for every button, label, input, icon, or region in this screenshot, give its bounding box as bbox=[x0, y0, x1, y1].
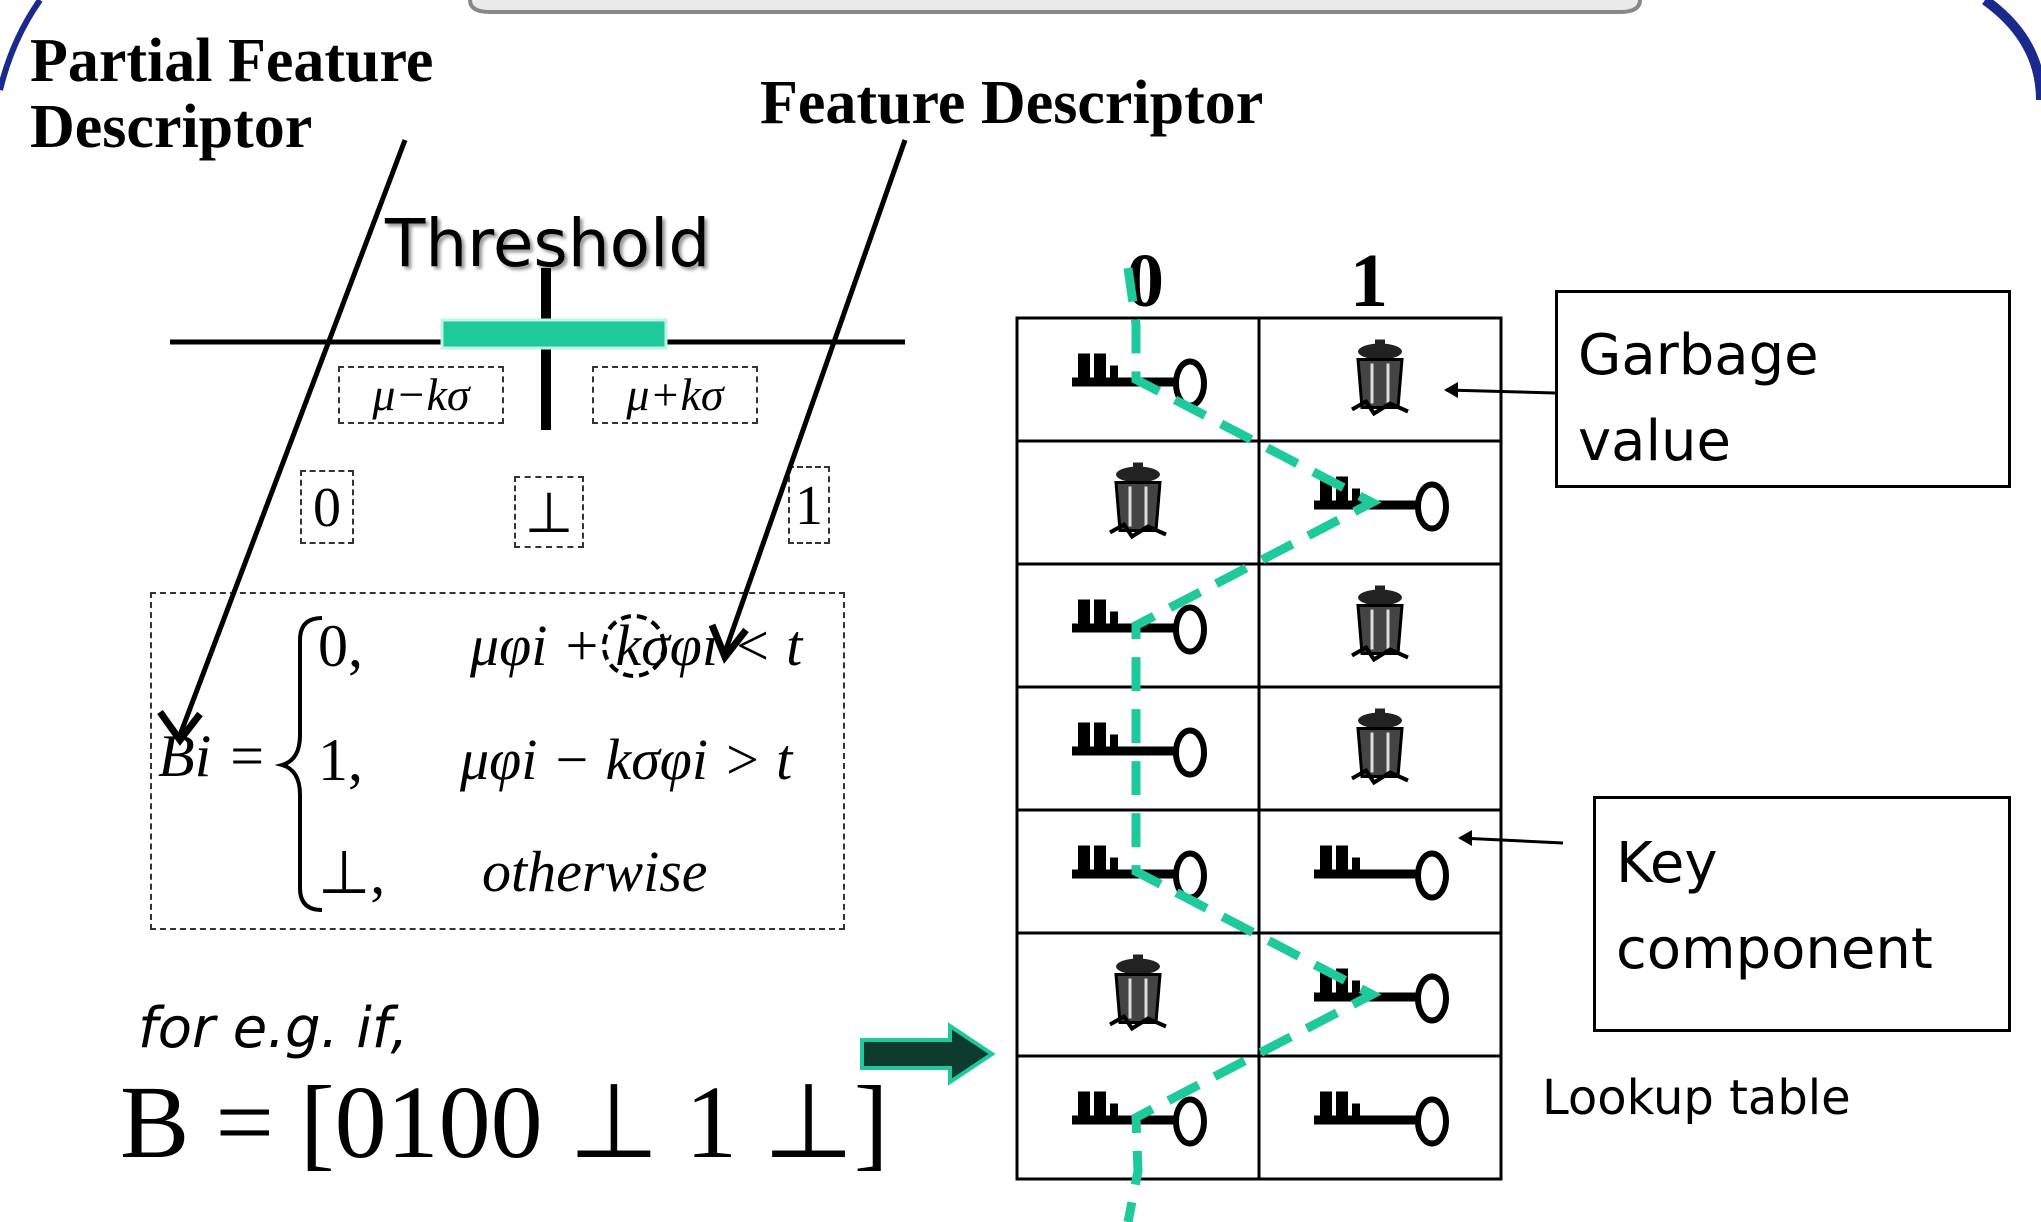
garbage-value-callout: Garbage value bbox=[1555, 290, 2011, 488]
table-cell bbox=[1072, 599, 1207, 655]
table-cell bbox=[1072, 1091, 1207, 1147]
table-cell bbox=[1351, 339, 1409, 417]
piecewise-equation-box bbox=[150, 592, 845, 930]
case2-condition: μφi − kσφi > t bbox=[460, 727, 793, 792]
garbage-can-icon bbox=[1351, 339, 1409, 417]
key-icon bbox=[1314, 845, 1449, 901]
case1-condition: μφi + kσφi < t bbox=[470, 613, 803, 678]
table-cell bbox=[1314, 845, 1449, 901]
table-row bbox=[1072, 585, 1409, 663]
left-brace bbox=[274, 616, 323, 912]
garbage-can-icon bbox=[1109, 954, 1167, 1032]
case3-value: ⊥, bbox=[318, 840, 386, 906]
key-icon bbox=[1072, 845, 1207, 901]
table-cell bbox=[1351, 708, 1409, 786]
key-callout-pointer bbox=[1459, 836, 1564, 845]
feature-descriptor-arrow bbox=[722, 139, 908, 653]
threshold-band bbox=[440, 318, 668, 350]
top-frame-tab bbox=[468, 0, 1642, 14]
key-component-callout: Key component bbox=[1593, 796, 2011, 1032]
garbage-callout-pointer-head bbox=[1444, 382, 1458, 398]
table-row bbox=[1072, 708, 1409, 786]
corner-border-left bbox=[0, 0, 43, 91]
case1-value: 0, bbox=[318, 613, 363, 679]
case3-condition: otherwise bbox=[482, 839, 708, 904]
selection-path bbox=[1123, 267, 1382, 1222]
table-cell bbox=[1109, 954, 1167, 1032]
undefined-value-box: ⊥ bbox=[514, 476, 584, 548]
corner-border-right bbox=[1982, 0, 2041, 101]
case2-value: 1, bbox=[318, 727, 363, 793]
k-highlight-circle bbox=[602, 614, 666, 678]
key-icon bbox=[1072, 722, 1207, 778]
garbage-can-icon bbox=[1109, 462, 1167, 540]
table-cell bbox=[1351, 585, 1409, 663]
table-cell bbox=[1072, 845, 1207, 901]
table-cell bbox=[1109, 462, 1167, 540]
table-cell bbox=[1314, 1091, 1449, 1147]
table-row bbox=[1072, 1091, 1449, 1147]
column-header-1: 1 bbox=[1350, 239, 1388, 323]
example-intro: for e.g. if, bbox=[138, 996, 409, 1061]
mu-minus-ksigma-box: μ−kσ bbox=[338, 366, 504, 424]
partial-feature-descriptor-title: Partial Feature Descriptor bbox=[30, 27, 434, 161]
partial-descriptor-arrowhead bbox=[157, 709, 203, 746]
key-icon bbox=[1314, 1091, 1449, 1147]
key-callout-pointer-head bbox=[1458, 830, 1472, 846]
table-cell bbox=[1072, 722, 1207, 778]
partial-descriptor-arrow bbox=[177, 139, 408, 736]
garbage-callout-pointer bbox=[1445, 388, 1556, 395]
table-row bbox=[1072, 845, 1449, 901]
feature-descriptor-title: Feature Descriptor bbox=[760, 69, 1264, 137]
example-vector: B = [0100 ⊥ 1 ⊥] bbox=[120, 1065, 889, 1180]
key-icon bbox=[1072, 1091, 1207, 1147]
feature-descriptor-arrowhead bbox=[708, 623, 749, 664]
block-arrow-icon bbox=[860, 1022, 996, 1086]
one-value-box: 1 bbox=[788, 466, 830, 544]
zero-value-box: 0 bbox=[300, 470, 354, 544]
mu-plus-ksigma-box: μ+kσ bbox=[592, 366, 758, 424]
key-icon bbox=[1072, 599, 1207, 655]
table-row bbox=[1072, 339, 1409, 417]
garbage-can-icon bbox=[1351, 708, 1409, 786]
garbage-can-icon bbox=[1351, 585, 1409, 663]
lookup-table-caption: Lookup table bbox=[1542, 1070, 1851, 1126]
